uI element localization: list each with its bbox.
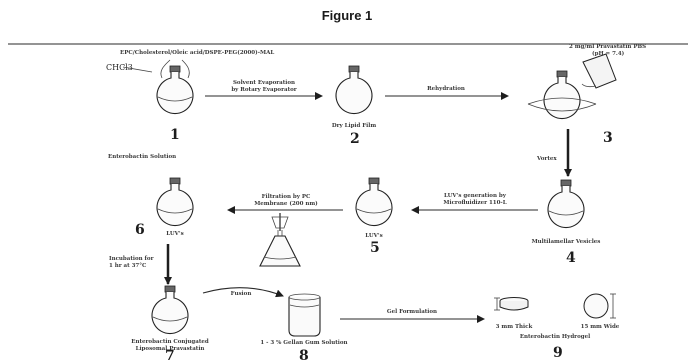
flask-7: [151, 285, 189, 335]
step-6-number: 6: [135, 222, 145, 238]
flask-3: [527, 70, 597, 120]
step-3-number: 3: [603, 130, 613, 146]
filtration-flask: [259, 213, 301, 267]
figure-title: Figure 1: [321, 8, 373, 23]
hydrogel-disk-top: [583, 293, 616, 319]
flask-6: [156, 177, 194, 227]
evaporation-label-1: Solvent Evaporation: [233, 80, 295, 86]
step-8-number: 8: [299, 348, 309, 360]
fusion-label: Fusion: [231, 291, 252, 297]
filtration-label-1: Filtration by PC: [262, 194, 311, 200]
incubation-label-1: Incubation for: [109, 256, 154, 262]
reagents-label: EPC/Cholesterol/Oleic acid/DSPE-PEG(2000…: [120, 49, 274, 56]
hydrogel-label: Enterobactin Hydrogel: [520, 334, 590, 340]
pbs-label-2: (pH = 7.4): [592, 50, 625, 57]
incubation-label-2: 1 hr at 37°C: [109, 263, 147, 269]
step-5-number: 5: [370, 240, 380, 256]
solvent-label: CHCl3: [106, 63, 133, 72]
conjugated-label-1: Enterobactin Conjugated: [131, 339, 209, 345]
width-label: 15 mm Wide: [581, 324, 620, 330]
luvs-6-label: LUV's: [166, 231, 183, 237]
gellan-beaker: [288, 293, 321, 337]
step-1-number: 1: [170, 127, 180, 143]
gel-form-label: Gel Formulation: [387, 309, 437, 315]
flask-2: [335, 65, 373, 115]
mlv-label: Multilamellar Vesicles: [532, 239, 601, 245]
pbs-label-1: 2 mg/ml Pravastatin PBS: [569, 44, 646, 50]
step-7-number: 7: [165, 348, 175, 360]
step-9-number: 9: [553, 345, 563, 360]
gellan-label: 1 - 3 % Gellan Gum Solution: [260, 340, 347, 346]
filtration-label-2: Membrane (200 nm): [254, 200, 318, 207]
flask-4: [547, 179, 585, 229]
conjugated-label-2: Liposomal Pravastatin: [136, 346, 205, 352]
fusion-arrow: [202, 287, 284, 298]
enterobactin-solution-label: Enterobactin Solution: [108, 154, 176, 160]
hydrogel-disk-side: [494, 297, 529, 311]
dry-film-label: Dry Lipid Film: [332, 123, 377, 129]
evaporation-label-2: by Rotary Evaporator: [231, 87, 296, 93]
step-4-number: 4: [566, 250, 576, 266]
vortex-label: Vortex: [536, 156, 557, 162]
luv-gen-label-1: LUV's generation by: [444, 193, 507, 199]
pbs-beaker: [581, 53, 617, 89]
step-2-number: 2: [350, 131, 360, 147]
flask-1: [156, 59, 194, 115]
thickness-label: 3 mm Thick: [496, 324, 533, 330]
hydration-label: Rehydration: [427, 86, 465, 92]
luvs-5-label: LUV's: [365, 233, 382, 239]
luv-gen-label-2: Microfluidizer 110-L: [443, 200, 506, 206]
solvent-pointer: [122, 66, 153, 73]
flask-5: [355, 177, 393, 227]
